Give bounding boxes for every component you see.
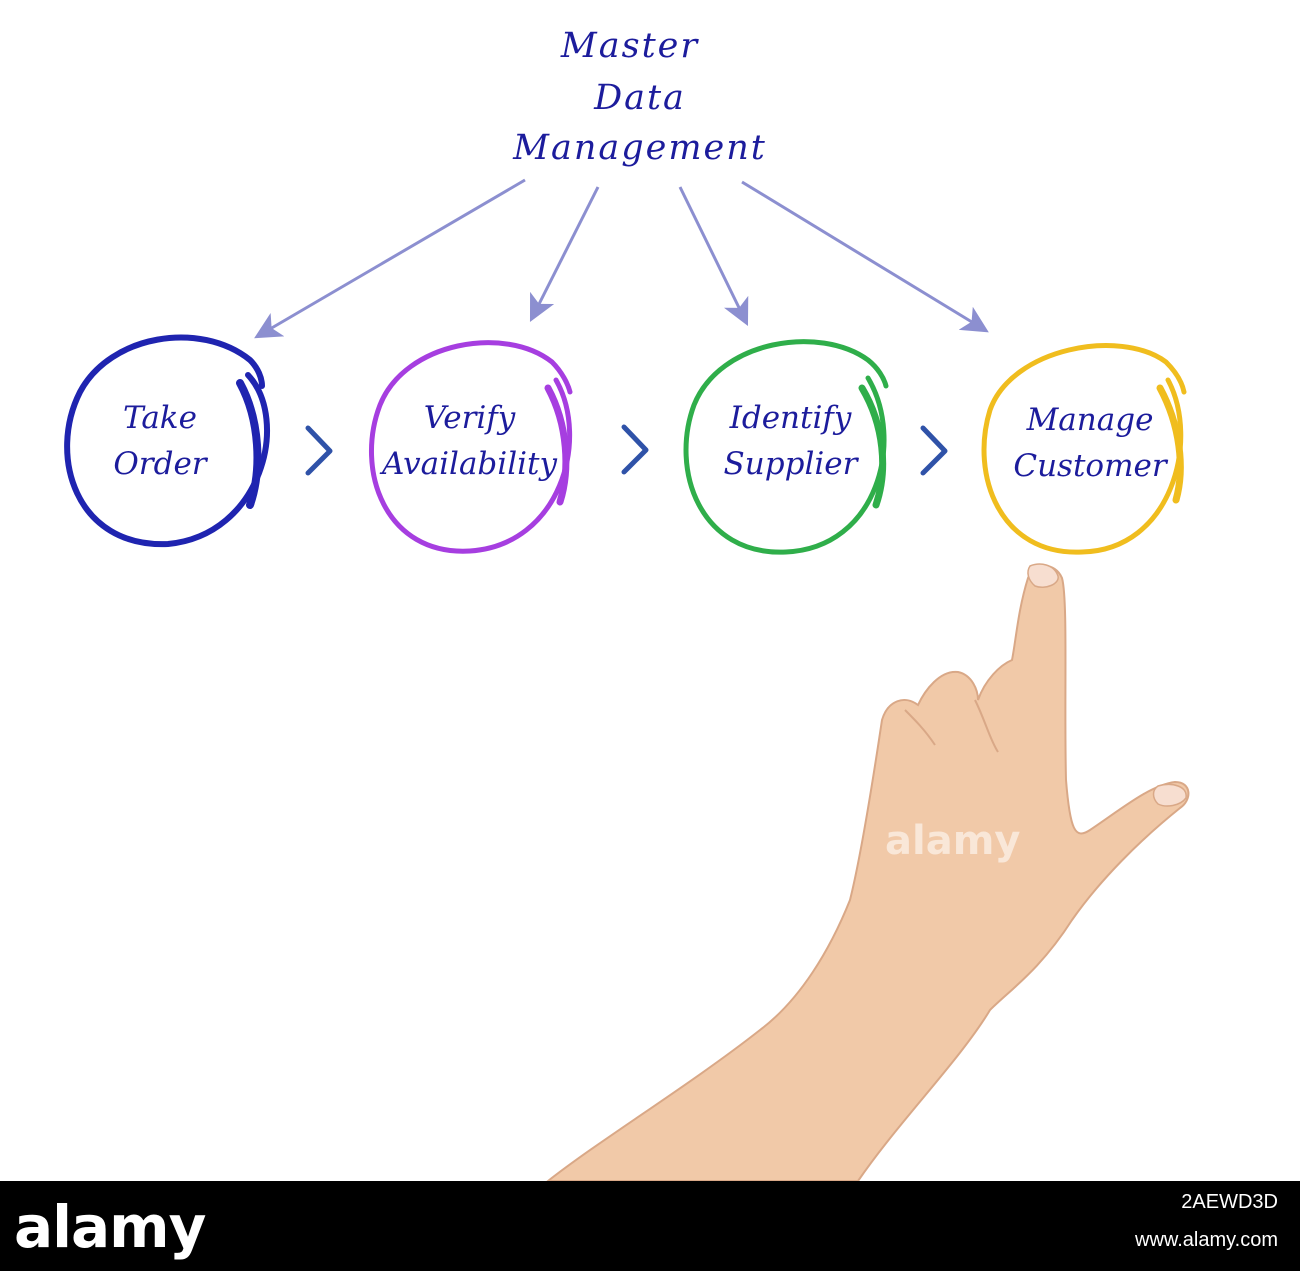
node-circle-take-order	[64, 334, 270, 548]
arrow-to-identify-supplier	[678, 186, 749, 327]
diagram-title-line-3: Management	[513, 128, 767, 168]
node-label-line: Order	[113, 446, 207, 482]
node-label-line: Identify	[729, 400, 852, 436]
footer-image-code: 2AEWD3D	[1181, 1191, 1278, 1213]
footer-logo: alamy	[14, 1193, 206, 1261]
arrow-to-manage-customer	[741, 180, 989, 333]
node-circle-manage-customer	[981, 343, 1187, 555]
node-label-line: Manage	[1026, 402, 1154, 438]
node-label-line: Verify	[423, 400, 516, 436]
node-label-verify-availability: Verify Availability	[362, 395, 577, 487]
node-circle-verify-availability	[369, 340, 573, 554]
arrow-to-verify-availability	[529, 186, 600, 323]
chevron-right-icon	[305, 425, 333, 476]
node-label-manage-customer: Manage Customer	[975, 397, 1205, 489]
node-circle-identify-supplier	[683, 339, 889, 555]
node-label-line: Supplier	[723, 446, 858, 482]
node-label-line: Availability	[382, 446, 557, 482]
node-label-take-order: Take Order	[60, 395, 260, 487]
diagram-title-line-2: Data	[594, 78, 686, 118]
arrow-to-take-order	[254, 178, 526, 339]
footer-url: www.alamy.com	[1135, 1229, 1278, 1251]
node-label-identify-supplier: Identify Supplier	[683, 395, 898, 487]
watermark: alamy	[885, 818, 1021, 864]
chevron-right-icon	[621, 424, 649, 475]
diagram-title-line-1: Master	[560, 26, 700, 66]
pointing-hand-image	[545, 563, 1190, 1182]
node-label-line: Take	[123, 400, 197, 436]
node-label-line: Customer	[1013, 448, 1167, 484]
chevron-right-icon	[920, 425, 948, 476]
footer-bar: alamy 2AEWD3D www.alamy.com	[0, 1181, 1300, 1271]
